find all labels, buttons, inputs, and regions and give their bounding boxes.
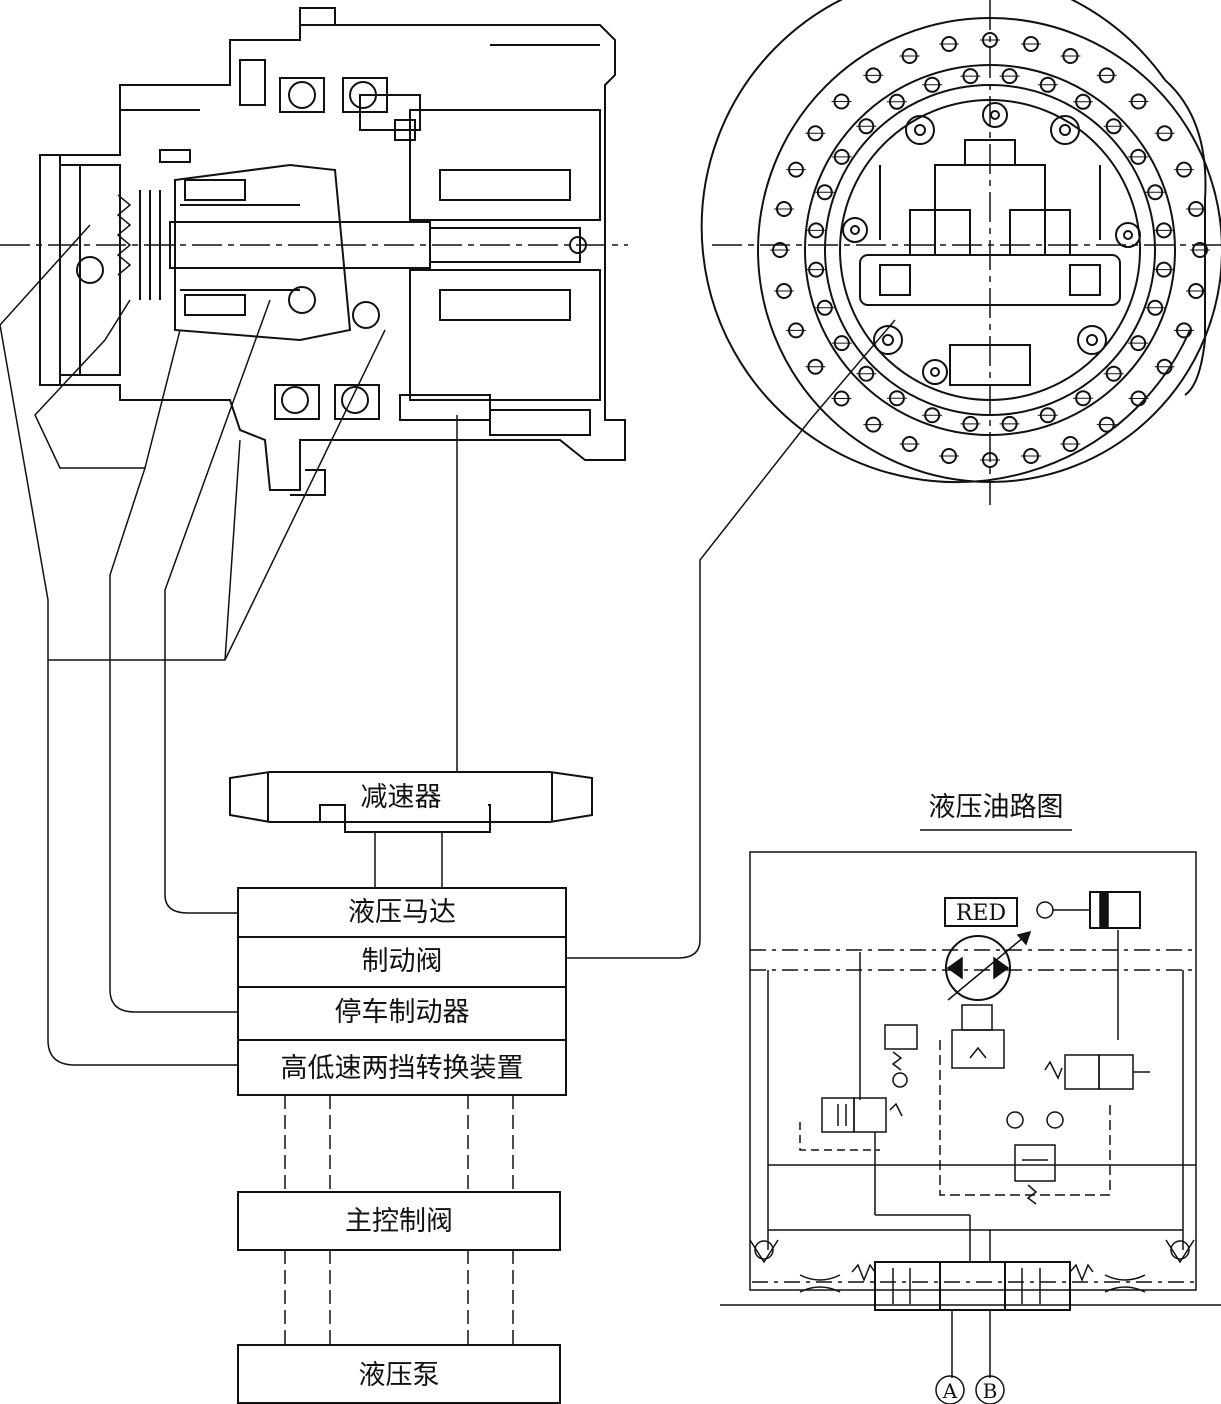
- inner-bolt-ring: [806, 68, 1174, 432]
- two-speed-switch-label: 高低速两挡转换装置: [281, 1053, 524, 1084]
- parking-brake-label: 停车制动器: [335, 997, 470, 1028]
- motor-section-drawing: [0, 7, 628, 496]
- motor-front-view: [700, 0, 1221, 505]
- brake-valve-label: 制动阀: [362, 946, 443, 977]
- hydraulic-pump-label: 液压泵: [359, 1360, 440, 1391]
- port-a-label: A: [942, 1379, 958, 1403]
- hydraulic-motor-label: 液压马达: [348, 897, 456, 928]
- hydraulic-schematic: [720, 829, 1221, 1404]
- main-control-valve-label: 主控制阀: [345, 1206, 453, 1237]
- leader-lines: [0, 224, 896, 1066]
- hydraulic-pump-box: [237, 1344, 561, 1404]
- red-label: RED: [956, 901, 1006, 926]
- reducer-label: 减速器: [361, 782, 442, 813]
- main-control-valve-box: [237, 1191, 561, 1251]
- reducer-shape: [229, 771, 593, 833]
- motor-stack: [237, 887, 567, 1096]
- dashed-pipes: [284, 1095, 514, 1345]
- schematic-title: 液压油路图: [929, 792, 1064, 823]
- outer-bolt-ring: [770, 32, 1210, 468]
- port-b-label: B: [983, 1379, 998, 1403]
